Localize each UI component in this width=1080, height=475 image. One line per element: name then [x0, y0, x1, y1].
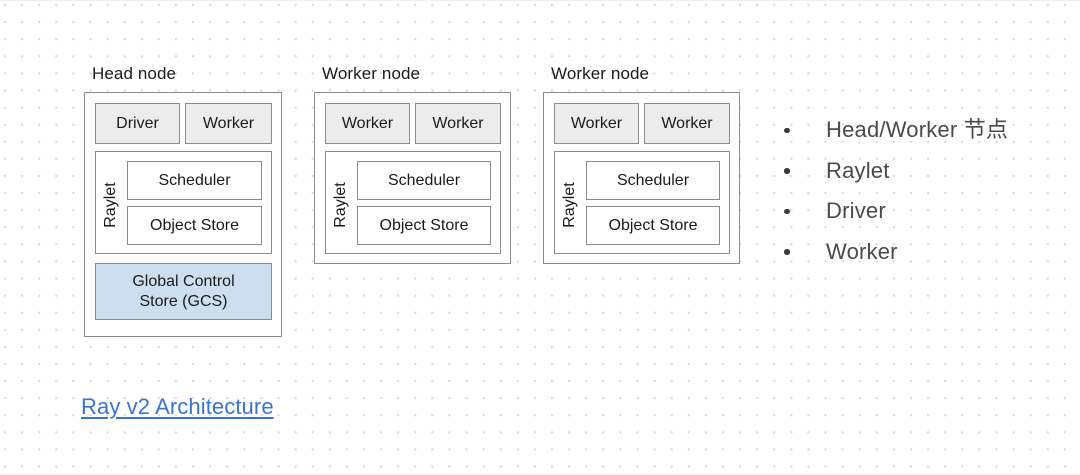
- node-group-worker-2: Worker node Worker Worker Raylet Schedul…: [543, 64, 740, 269]
- node-box-head: Driver Worker Raylet Scheduler Object St…: [84, 92, 282, 337]
- list-item: Worker: [778, 232, 1074, 273]
- raylet-container-head: Raylet Scheduler Object Store: [95, 151, 272, 254]
- raylet-container-worker-2: Raylet Scheduler Object Store: [554, 151, 730, 254]
- node-box-worker-2: Worker Worker Raylet Scheduler Object St…: [543, 92, 740, 264]
- bullet-dot-icon: [784, 168, 790, 174]
- gcs-line-2: Store (GCS): [139, 292, 228, 310]
- bullet-dot-icon: [784, 208, 790, 214]
- process-box-worker-1a[interactable]: Worker: [325, 103, 410, 144]
- bullet-list: Head/Worker 节点 Raylet Driver Worker: [778, 110, 1074, 272]
- list-item: Head/Worker 节点: [778, 110, 1074, 151]
- bullet-label: Head/Worker 节点: [826, 117, 1009, 142]
- raylet-component-scheduler[interactable]: Scheduler: [127, 161, 262, 200]
- raylet-component-object-store[interactable]: Object Store: [127, 206, 262, 245]
- raylet-component-object-store[interactable]: Object Store: [357, 206, 491, 245]
- raylet-label: Raylet: [561, 182, 578, 228]
- bullet-label: Driver: [826, 198, 886, 223]
- raylet-label: Raylet: [332, 182, 349, 228]
- process-box-worker-2b[interactable]: Worker: [644, 103, 730, 144]
- node-group-head: Head node Driver Worker Raylet Scheduler…: [84, 64, 282, 342]
- raylet-container-worker-1: Raylet Scheduler Object Store: [325, 151, 501, 254]
- process-box-worker-2a[interactable]: Worker: [554, 103, 639, 144]
- process-box-worker-1b[interactable]: Worker: [415, 103, 501, 144]
- bullet-label: Raylet: [826, 157, 890, 183]
- process-box-driver[interactable]: Driver: [95, 103, 180, 144]
- ray-architecture-link[interactable]: Ray v2 Architecture: [81, 394, 274, 419]
- node-caption-worker-2: Worker node: [551, 64, 650, 83]
- raylet-component-object-store[interactable]: Object Store: [586, 206, 720, 245]
- node-box-worker-1: Worker Worker Raylet Scheduler Object St…: [314, 92, 511, 264]
- bullet-dot-icon: [784, 127, 790, 133]
- list-item: Driver: [778, 191, 1074, 232]
- raylet-component-scheduler[interactable]: Scheduler: [586, 161, 720, 200]
- bullet-label: Worker: [826, 238, 898, 264]
- global-control-store-box[interactable]: Global Control Store (GCS): [95, 263, 272, 320]
- bullet-dot-icon: [784, 249, 790, 255]
- gcs-line-1: Global Control: [132, 272, 235, 290]
- node-group-worker-1: Worker node Worker Worker Raylet Schedul…: [314, 64, 511, 269]
- raylet-component-scheduler[interactable]: Scheduler: [357, 161, 491, 200]
- list-item: Raylet: [778, 151, 1074, 192]
- node-caption-head: Head node: [92, 64, 177, 83]
- node-caption-worker-1: Worker node: [322, 64, 421, 83]
- process-box-worker[interactable]: Worker: [185, 103, 272, 144]
- raylet-label: Raylet: [102, 182, 119, 228]
